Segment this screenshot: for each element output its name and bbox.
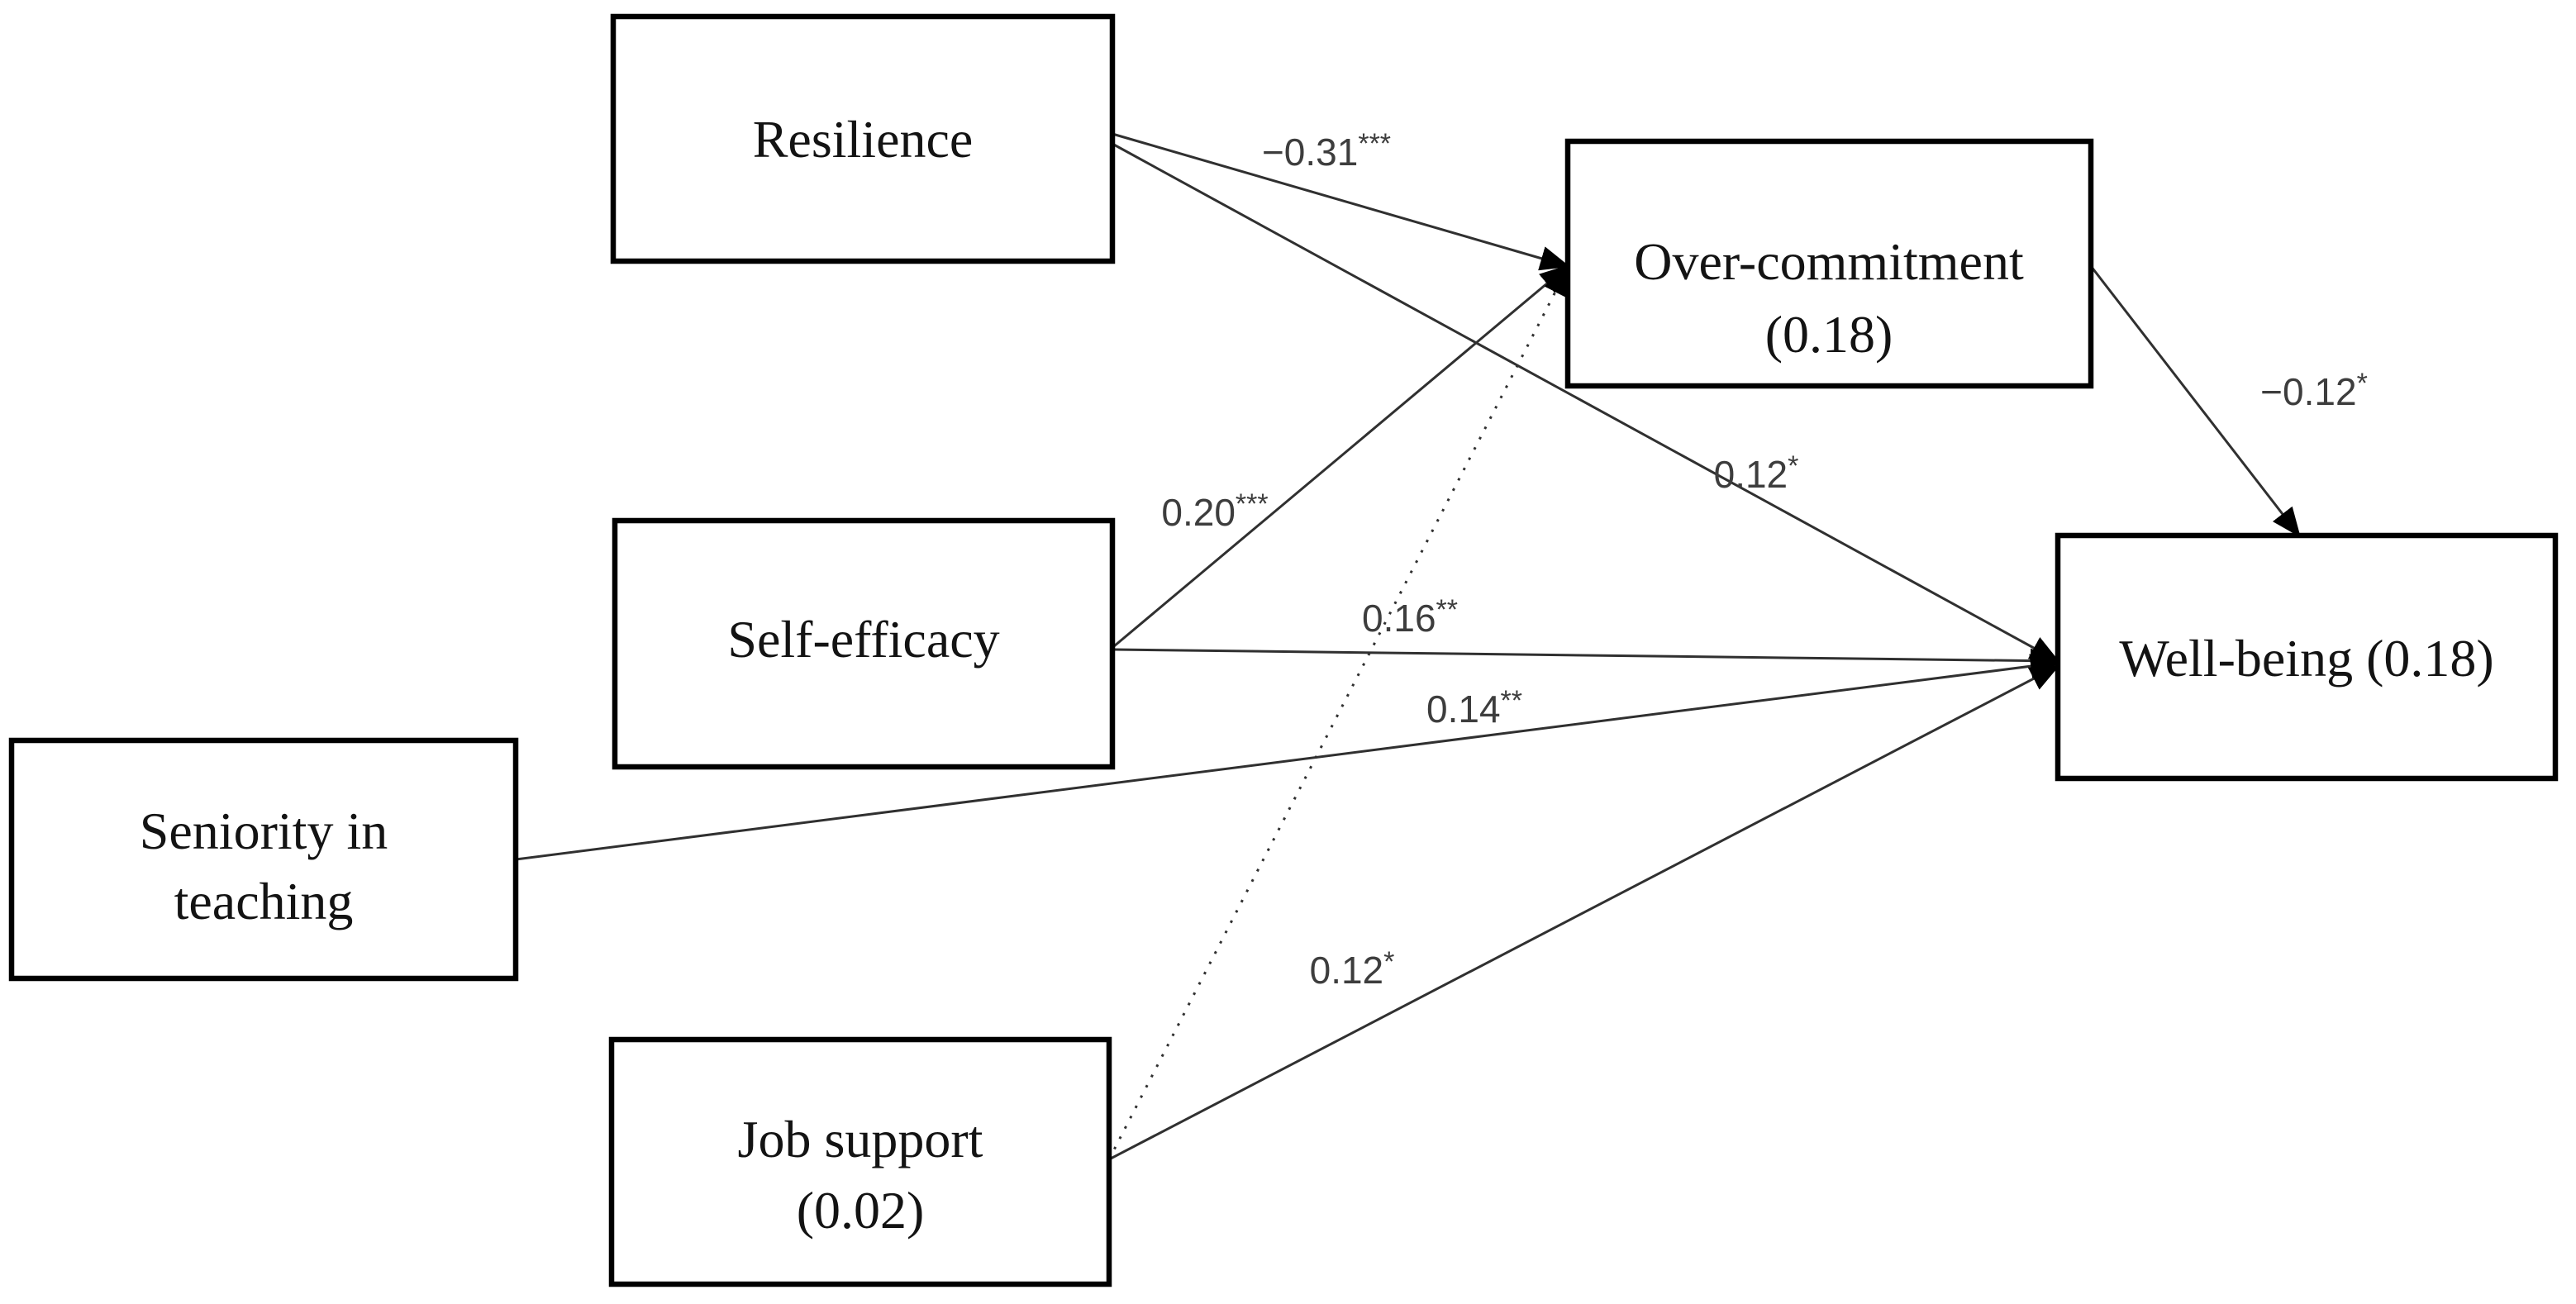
node-label-seniority-line2: teaching — [174, 872, 354, 930]
edge-label-jobsupport-wellbeing: 0.12* — [1310, 946, 1395, 992]
node-label-well-being: Well-being (0.18) — [2119, 629, 2493, 688]
node-label-job-support-line2: (0.02) — [797, 1181, 925, 1240]
edge-seniority-to-wellbeing — [515, 654, 2060, 861]
node-box-self-efficacy — [612, 517, 1116, 770]
edge-overcommitment-to-wellbeing — [2089, 265, 2301, 538]
edge-label-resilience-overcommitment: −0.31*** — [1262, 128, 1391, 174]
node-label-over-commitment-line1: Over-commitment — [1634, 232, 2024, 291]
node-box-over-commitment — [1564, 138, 2094, 389]
edge-label-seniority-wellbeing: 0.14** — [1426, 685, 1522, 731]
edge-selfefficacy-to-overcommitment — [1113, 264, 1570, 648]
node-label-self-efficacy: Self-efficacy — [727, 610, 999, 669]
node-label-over-commitment-line2: (0.18) — [1765, 305, 1893, 364]
edge-jobsupport-to-wellbeing — [1108, 664, 2060, 1161]
node-well-being: Well-being (0.18) — [2055, 532, 2559, 782]
node-label-resilience: Resilience — [753, 110, 974, 169]
node-label-job-support-line1: Job support — [738, 1110, 983, 1168]
edge-resilience-to-wellbeing — [1112, 142, 2060, 663]
node-box-job-support — [608, 1036, 1112, 1287]
node-box-seniority — [8, 737, 519, 982]
node-job-support: Job support (0.02) — [608, 1036, 1112, 1287]
edge-resilience-to-overcommitment — [1112, 132, 1570, 271]
edge-label-resilience-wellbeing: 0.12* — [1714, 450, 1799, 496]
edge-label-overcommitment-wellbeing: −0.12* — [2260, 368, 2368, 413]
node-box-resilience — [610, 13, 1116, 264]
edge-label-selfefficacy-wellbeing: 0.16** — [1362, 594, 1458, 640]
edge-selfefficacy-to-wellbeing — [1113, 648, 2060, 673]
node-resilience: Resilience — [610, 13, 1116, 264]
node-self-efficacy: Self-efficacy — [612, 517, 1116, 770]
node-seniority-in-teaching: Seniority in teaching — [8, 737, 519, 982]
node-box-well-being — [2055, 532, 2559, 782]
node-over-commitment: Over-commitment (0.18) — [1564, 138, 2094, 389]
node-label-seniority-line1: Seniority in — [140, 802, 388, 860]
edge-label-selfefficacy-overcommitment: 0.20*** — [1161, 488, 1268, 534]
